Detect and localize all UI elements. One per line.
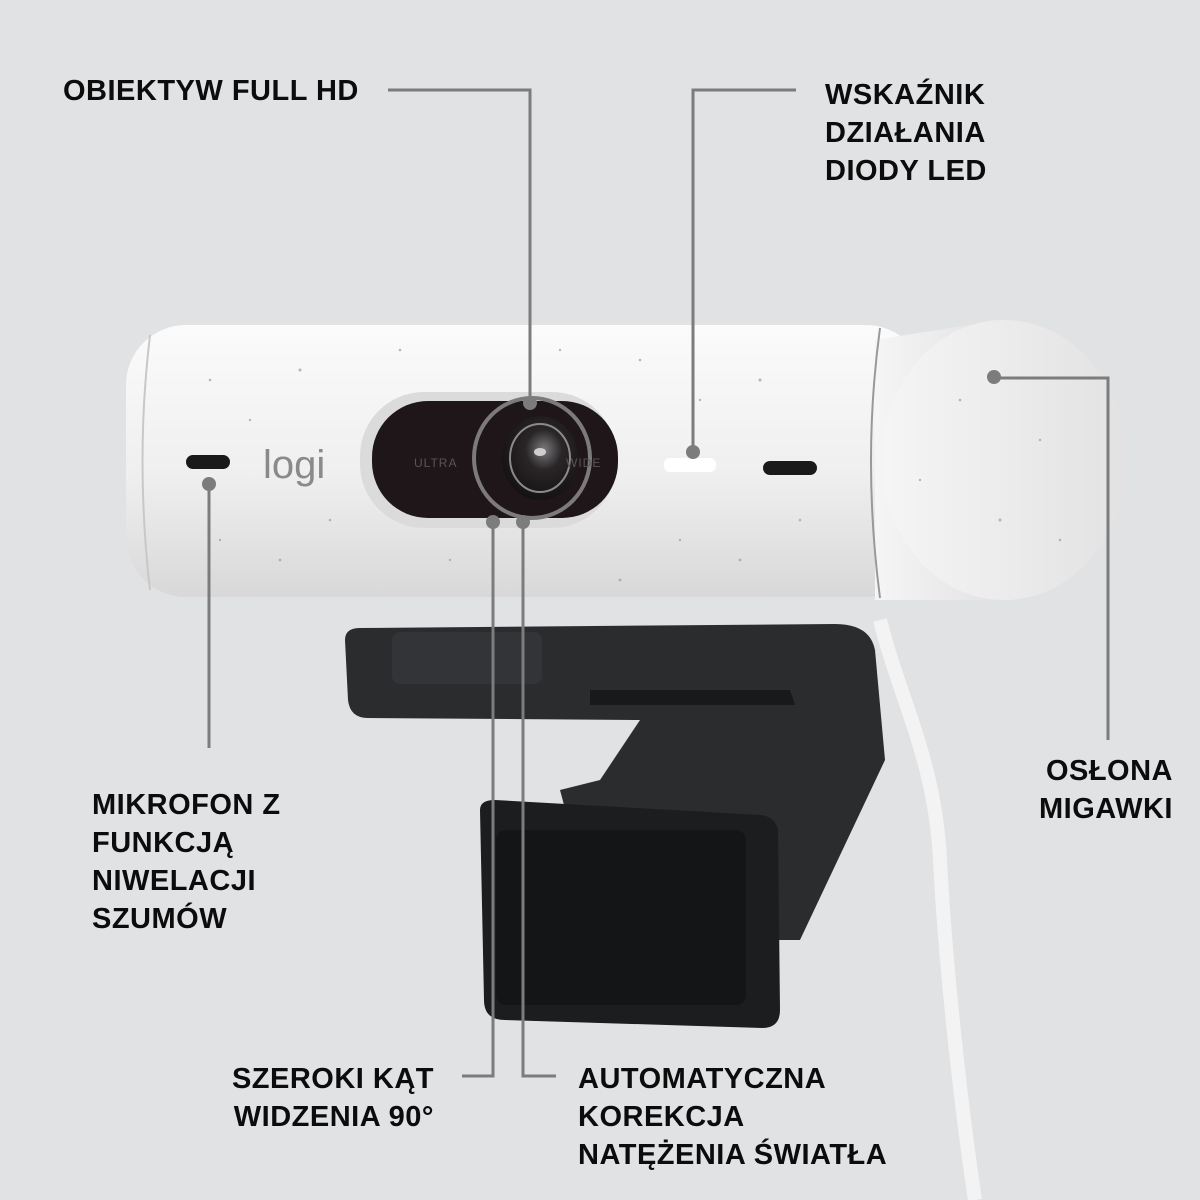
logi-logo: logi (263, 443, 325, 487)
microphone-slot-left (186, 455, 230, 469)
callout-light-correction-label: AUTOMATYCZNA KOREKCJA NATĘŻENIA ŚWIATŁA (578, 1063, 888, 1171)
mount-clip (345, 624, 885, 1028)
callout-lines (207, 88, 1110, 1078)
lens-text-wide: WIDE (566, 456, 601, 470)
camera-body (126, 320, 1126, 600)
callout-lens-label: OBIEKTYW FULL HD (63, 75, 359, 107)
callout-led-label: WSKAŹNIK DZIAŁANIA DIODY LED (825, 79, 987, 187)
usb-cable (873, 618, 982, 1200)
microphone-slot-right (763, 461, 817, 475)
callout-fov-label: SZEROKI KĄT WIDZENIA 90° (231, 1063, 434, 1133)
lens-text-ultra: ULTRA (414, 456, 457, 470)
led-indicator (664, 458, 716, 472)
callout-shutter-label: OSŁONA MIGAWKI (1039, 755, 1173, 825)
callout-dots (202, 370, 1001, 529)
callout-microphone-label: MIKROFON Z FUNKCJĄ NIWELACJI SZUMÓW (92, 789, 281, 935)
